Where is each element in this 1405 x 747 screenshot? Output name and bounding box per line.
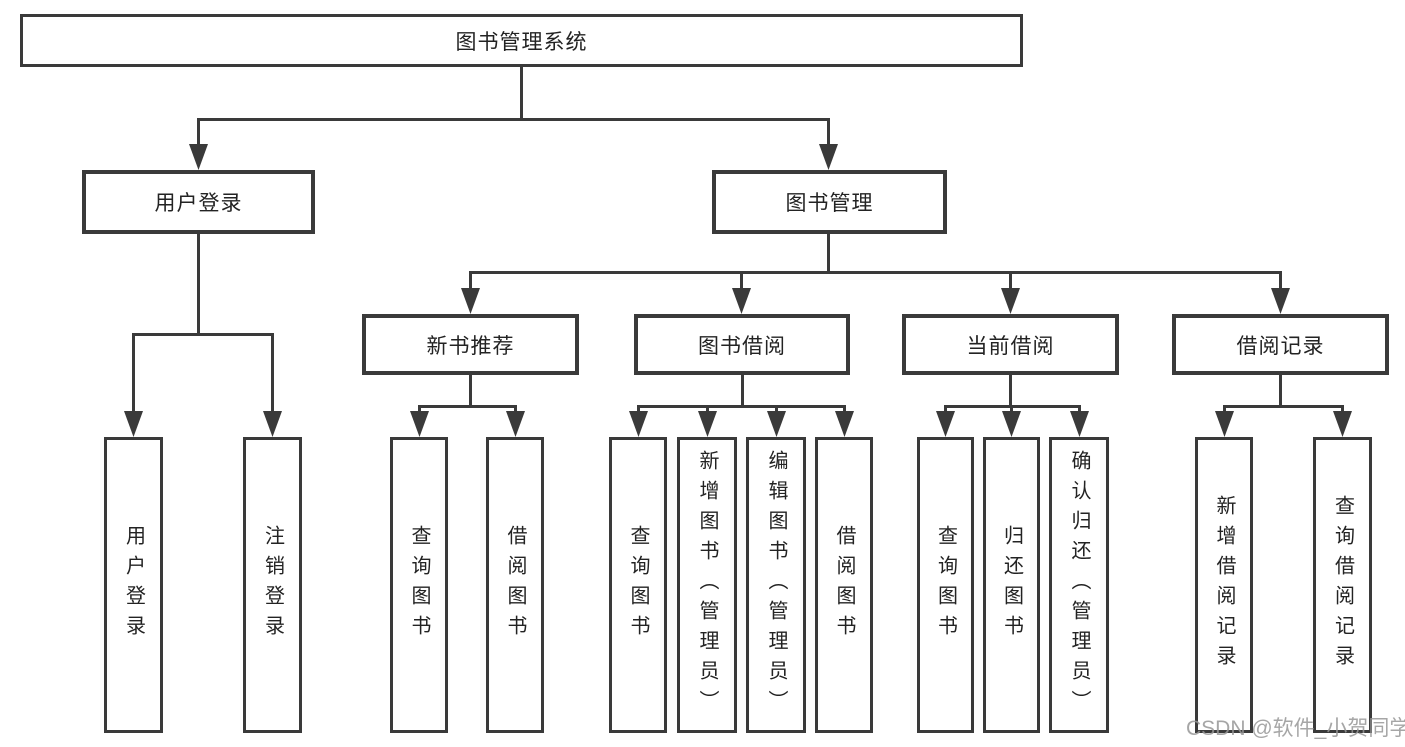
leaf-add-borrow-record: 新增借阅记录 bbox=[1195, 437, 1253, 733]
leaf-edit-books-admin-label: 编辑图书（管理员） bbox=[765, 450, 787, 720]
leaf-query-books-recommend-label: 查询图书 bbox=[408, 525, 430, 645]
leaf-confirm-return-admin: 确认归还（管理员） bbox=[1049, 437, 1109, 733]
node-borrowing-records: 借阅记录 bbox=[1172, 314, 1389, 375]
leaf-add-books-admin: 新增图书（管理员） bbox=[677, 437, 737, 733]
connector-records-to-leaves bbox=[1215, 375, 1352, 437]
leaf-query-books-recommend: 查询图书 bbox=[390, 437, 448, 733]
node-book-borrowing-label: 图书借阅 bbox=[698, 334, 786, 358]
node-user-login-label: 用户登录 bbox=[154, 192, 243, 215]
leaf-return-books-label: 归还图书 bbox=[1000, 525, 1023, 645]
node-new-book-recommend-label: 新书推荐 bbox=[426, 334, 515, 358]
leaf-borrow-books-recommend-label: 借阅图书 bbox=[504, 525, 526, 645]
leaf-query-borrow-record: 查询借阅记录 bbox=[1313, 437, 1372, 733]
node-current-borrowing: 当前借阅 bbox=[902, 314, 1119, 375]
node-current-borrowing-label: 当前借阅 bbox=[966, 334, 1055, 358]
leaf-query-books-borrowing-label: 查询图书 bbox=[627, 525, 649, 645]
node-borrowing-records-label: 借阅记录 bbox=[1236, 334, 1325, 358]
leaf-user-login-label: 用户登录 bbox=[122, 525, 145, 645]
connector-root-to-level2 bbox=[189, 67, 838, 170]
leaf-add-borrow-record-label: 新增借阅记录 bbox=[1213, 495, 1235, 675]
leaf-logout-login-label: 注销登录 bbox=[261, 525, 284, 645]
leaf-borrow-books-borrowing-label: 借阅图书 bbox=[833, 525, 855, 645]
node-root-system: 图书管理系统 bbox=[20, 14, 1023, 67]
leaf-logout-login: 注销登录 bbox=[243, 437, 302, 733]
leaf-return-books: 归还图书 bbox=[983, 437, 1040, 733]
connector-newbook-to-leaves bbox=[410, 375, 525, 437]
connector-bookmgmt-to-level3 bbox=[461, 234, 1290, 314]
node-root-label: 图书管理系统 bbox=[455, 30, 588, 54]
connector-current-to-leaves bbox=[936, 375, 1089, 437]
leaf-user-login: 用户登录 bbox=[104, 437, 163, 733]
connector-userlogin-to-leaves bbox=[124, 234, 282, 437]
node-new-book-recommend: 新书推荐 bbox=[362, 314, 579, 375]
leaf-query-books-current-label: 查询图书 bbox=[934, 525, 957, 645]
leaf-edit-books-admin: 编辑图书（管理员） bbox=[746, 437, 806, 733]
node-user-login: 用户登录 bbox=[82, 170, 315, 234]
leaf-query-books-current: 查询图书 bbox=[917, 437, 974, 733]
node-book-management-label: 图书管理 bbox=[785, 192, 874, 215]
leaf-borrow-books-recommend: 借阅图书 bbox=[486, 437, 544, 733]
leaf-add-books-admin-label: 新增图书（管理员） bbox=[696, 450, 718, 720]
leaf-borrow-books-borrowing: 借阅图书 bbox=[815, 437, 873, 733]
node-book-borrowing: 图书借阅 bbox=[634, 314, 850, 375]
leaf-query-borrow-record-label: 查询借阅记录 bbox=[1331, 495, 1354, 675]
leaf-query-books-borrowing: 查询图书 bbox=[609, 437, 667, 733]
node-book-management: 图书管理 bbox=[712, 170, 947, 234]
csdn-watermark: CSDN @软件_小贺同学 bbox=[1186, 717, 1405, 740]
connector-borrowing-to-leaves bbox=[629, 375, 854, 437]
leaf-confirm-return-admin-label: 确认归还（管理员） bbox=[1068, 450, 1090, 720]
